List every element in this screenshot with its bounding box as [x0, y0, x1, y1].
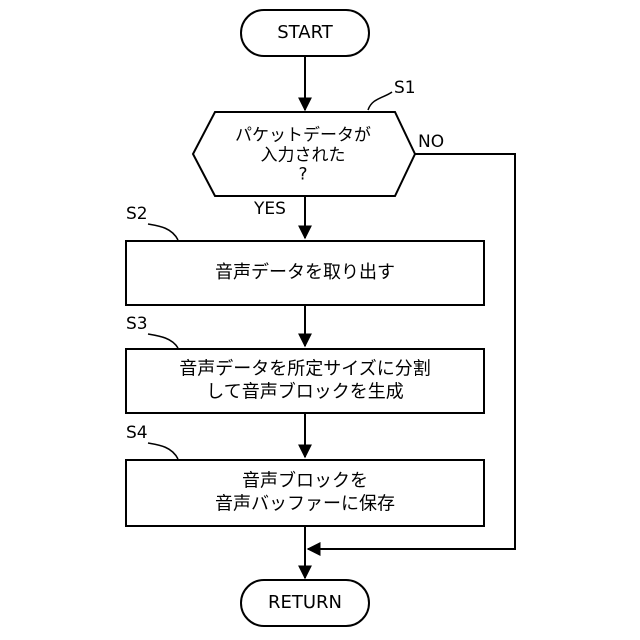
leader-s2	[148, 224, 178, 240]
step-label-s2: S2	[126, 204, 148, 225]
process-s4-text: 音声ブロックを 音声バッファーに保存	[215, 471, 395, 516]
decision-s1-text: パケットデータが 入力された ?	[235, 127, 371, 186]
process-s3-text: 音声データを所定サイズに分割 して音声ブロックを生成	[179, 359, 430, 404]
leader-s3	[148, 334, 178, 348]
leader-s4	[148, 443, 178, 459]
step-label-s1: S1	[394, 78, 416, 99]
step-label-s4: S4	[126, 423, 148, 444]
no-label: NO	[418, 132, 444, 153]
leader-s1	[368, 92, 392, 110]
step-label-s3: S3	[126, 314, 148, 335]
return-label: RETURN	[268, 592, 342, 615]
process-s2-text: 音声データを取り出す	[215, 262, 395, 285]
start-label: START	[277, 22, 333, 45]
yes-label: YES	[254, 199, 286, 220]
